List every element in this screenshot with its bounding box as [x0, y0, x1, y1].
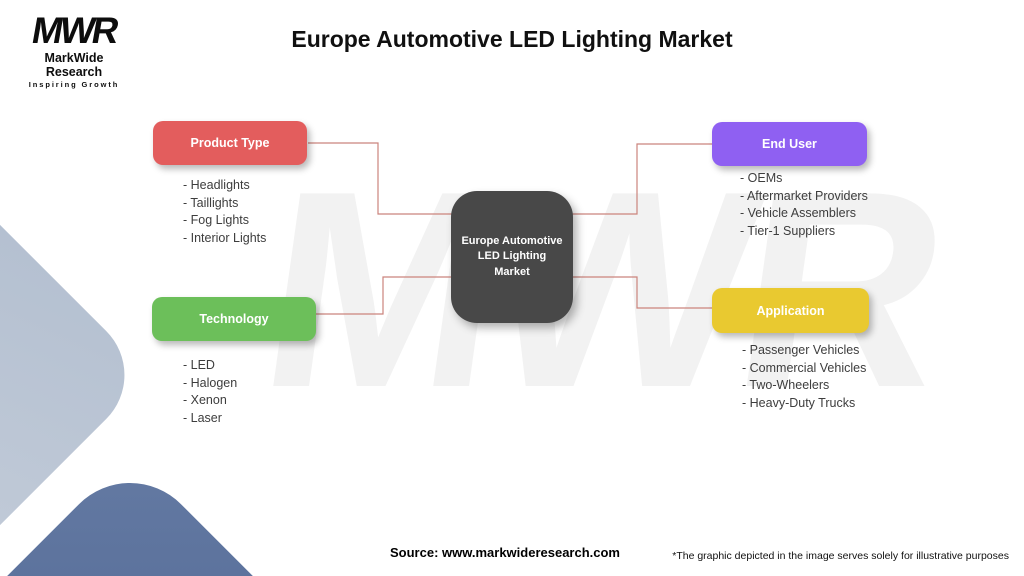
list-item: - Tier-1 Suppliers: [740, 223, 836, 238]
node-product-type-label: Product Type: [190, 136, 270, 150]
node-technology-label: Technology: [199, 312, 269, 326]
disclaimer-text: *The graphic depicted in the image serve…: [672, 550, 1009, 562]
connector-product-type: [308, 142, 452, 215]
list-item: - Two-Wheelers: [742, 378, 830, 392]
list-item: - OEMs: [740, 171, 783, 185]
connector-application: [572, 276, 712, 309]
logo-tagline: Inspiring Growth: [28, 79, 120, 89]
node-end-user: End User: [712, 122, 867, 166]
list-item: - Headlights: [183, 178, 250, 192]
list-item: - Taillights: [183, 195, 239, 210]
node-technology: Technology: [152, 297, 316, 341]
list-item: - Fog Lights: [183, 213, 250, 227]
list-item: - Interior Lights: [183, 230, 267, 245]
list-item: - Halogen: [183, 375, 238, 390]
list-item: - Heavy-Duty Trucks: [742, 395, 856, 410]
connector-technology: [316, 276, 452, 315]
markwide-research-logo: MWR MarkWide Research Inspiring Growth: [16, 10, 132, 89]
list-item: - Aftermarket Providers: [740, 188, 868, 203]
list-product-type: - Headlights - Taillights - Fog Lights -…: [183, 177, 266, 247]
list-end-user: - OEMs - Aftermarket Providers - Vehicle…: [740, 170, 868, 240]
list-application: - Passenger Vehicles - Commercial Vehicl…: [742, 342, 866, 412]
list-item: - Laser: [183, 410, 222, 425]
node-center-market-label: Europe Automotive LED Lighting Market: [461, 234, 563, 278]
source-text: Source: www.markwideresearch.com: [389, 545, 621, 560]
node-application: Application: [712, 288, 869, 333]
list-item: - LED: [183, 358, 215, 372]
list-item: - Xenon: [183, 393, 227, 407]
node-product-type: Product Type: [153, 121, 307, 165]
list-item: - Commercial Vehicles: [742, 360, 867, 375]
node-center-market: Europe Automotive LED Lighting Market: [451, 191, 573, 323]
node-application-label: Application: [756, 303, 825, 318]
list-item: - Passenger Vehicles: [742, 343, 860, 357]
list-technology: - LED - Halogen - Xenon - Laser: [183, 357, 237, 427]
list-item: - Vehicle Assemblers: [740, 206, 857, 220]
connector-end-user: [572, 143, 712, 215]
logo-name: MarkWide Research: [44, 50, 104, 79]
page-title: Europe Automotive LED Lighting Market: [291, 26, 733, 52]
node-end-user-label: End User: [762, 137, 817, 151]
